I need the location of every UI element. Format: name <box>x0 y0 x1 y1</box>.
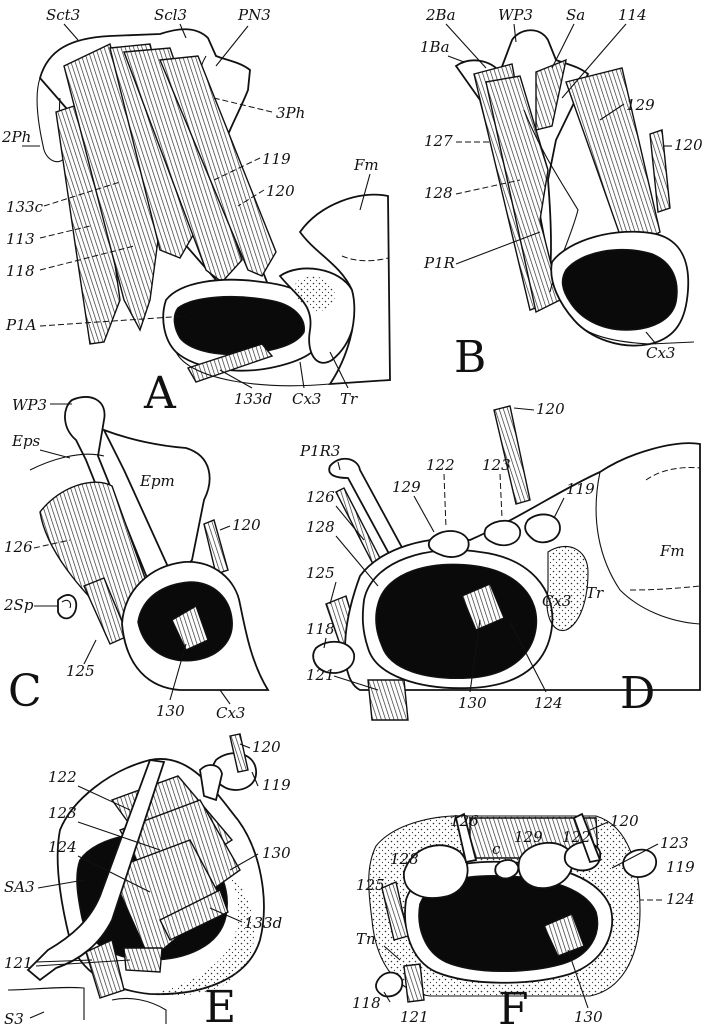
spiracle-c <box>58 595 76 618</box>
phragma-c-f <box>495 860 518 878</box>
figure-e: E 120 122 119 123 124 130 SA3 133d 121 S… <box>4 734 291 1028</box>
coxal-cavity-a <box>174 297 304 355</box>
label-c-epm: Epm <box>139 472 175 490</box>
label-d-fm: Fm <box>659 542 685 560</box>
panel-label-a: A <box>143 368 177 419</box>
label-a-133d: 133d <box>234 390 272 408</box>
label-d-130: 130 <box>458 694 487 712</box>
label-b-128: 128 <box>424 184 453 202</box>
label-f-118: 118 <box>352 994 381 1012</box>
label-d-129: 129 <box>392 478 421 496</box>
label-e-121: 121 <box>4 954 33 972</box>
label-e-122: 122 <box>48 768 77 786</box>
label-d-125: 125 <box>306 564 335 582</box>
label-b-cx3: Cx3 <box>646 344 675 362</box>
label-d-118: 118 <box>306 620 335 638</box>
label-a-2ph: 2Ph <box>1 128 31 146</box>
panel-label-e: E <box>204 982 236 1028</box>
label-f-120: 120 <box>610 812 639 830</box>
figure-f: F 126 120 129 122 123 128 c 125 119 124 … <box>352 812 695 1028</box>
label-d-p1r3: P1R3 <box>299 442 340 460</box>
label-f-126: 126 <box>450 812 479 830</box>
label-b-127: 127 <box>424 132 453 150</box>
label-b-wp3: WP3 <box>498 6 533 24</box>
label-a-133c: 133c <box>6 198 44 216</box>
knob-119 <box>525 514 560 542</box>
knob-118-f <box>376 973 402 997</box>
label-a-120: 120 <box>266 182 295 200</box>
label-a-p1a: P1A <box>5 316 37 334</box>
label-f-122: 122 <box>562 828 591 846</box>
label-a-3ph: 3Ph <box>276 104 305 122</box>
label-d-cx3: Cx3 <box>542 592 571 610</box>
figure-c: C WP3 Eps Epm 120 126 2Sp 125 130 Cx3 <box>3 396 268 722</box>
label-d-126: 126 <box>306 488 335 506</box>
label-e-sa3: SA3 <box>4 878 35 896</box>
label-b-114: 114 <box>618 6 647 24</box>
label-b-2ba: 2Ba <box>425 6 456 24</box>
label-e-s3: S3 <box>4 1010 24 1028</box>
label-c-eps: Eps <box>11 432 41 450</box>
muscle-121-d <box>368 680 408 720</box>
label-d-124: 124 <box>534 694 563 712</box>
label-f-tn: Tn <box>356 930 376 948</box>
label-b-129: 129 <box>626 96 655 114</box>
panel-label-f: F <box>498 984 529 1028</box>
label-a-tr: Tr <box>340 390 358 408</box>
label-d-121: 121 <box>306 666 335 684</box>
label-a-pn3: PN3 <box>237 6 271 24</box>
label-f-c: c <box>492 840 501 858</box>
label-c-cx3: Cx3 <box>216 704 245 722</box>
label-c-wp3: WP3 <box>12 396 47 414</box>
panel-label-b: B <box>454 332 486 383</box>
label-f-128: 128 <box>390 850 419 868</box>
panel-label-c: C <box>8 666 42 717</box>
label-c-125: 125 <box>66 662 95 680</box>
label-b-sa: Sa <box>566 6 585 24</box>
coxal-cavity-d <box>376 565 537 679</box>
label-e-123: 123 <box>48 804 77 822</box>
figure-a: A Sct3 Scl3 PN3 3Ph 2Ph 119 120 133c 113… <box>1 6 390 419</box>
label-f-125: 125 <box>356 876 385 894</box>
label-e-130: 130 <box>262 844 291 862</box>
label-d-122: 122 <box>426 456 455 474</box>
panel-label-d: D <box>620 668 655 719</box>
label-d-120: 120 <box>536 400 565 418</box>
label-b-120: 120 <box>674 136 703 154</box>
label-e-124: 124 <box>48 838 77 856</box>
figure-b: B 2Ba WP3 Sa 114 1Ba 129 127 120 128 P1R… <box>420 6 703 383</box>
label-e-119: 119 <box>262 776 291 794</box>
label-a-118: 118 <box>6 262 35 280</box>
label-b-p1r: P1R <box>423 254 455 272</box>
muscle-121-f <box>404 964 424 1002</box>
label-e-133d: 133d <box>244 914 282 932</box>
label-f-124: 124 <box>666 890 695 908</box>
label-d-119: 119 <box>566 480 595 498</box>
label-c-130: 130 <box>156 702 185 720</box>
label-a-cx3: Cx3 <box>292 390 321 408</box>
label-d-123: 123 <box>482 456 511 474</box>
label-c-2sp: 2Sp <box>3 596 34 614</box>
label-c-126: 126 <box>4 538 33 556</box>
label-f-123: 123 <box>660 834 689 852</box>
label-a-sct3: Sct3 <box>46 6 80 24</box>
label-d-tr: Tr <box>586 584 604 602</box>
label-f-119: 119 <box>666 858 695 876</box>
label-f-129: 129 <box>514 828 543 846</box>
label-d-128: 128 <box>306 518 335 536</box>
articulation-122 <box>429 531 469 557</box>
label-f-130: 130 <box>574 1008 603 1026</box>
articulation-123 <box>484 521 520 546</box>
label-a-scl3: Scl3 <box>154 6 187 24</box>
label-a-113: 113 <box>6 230 35 248</box>
label-a-fm: Fm <box>353 156 379 174</box>
muscle-120-d <box>494 406 530 504</box>
figure-d: D 120 P1R3 122 123 129 119 126 128 Fm 12… <box>299 400 700 720</box>
label-e-120: 120 <box>252 738 281 756</box>
label-c-120: 120 <box>232 516 261 534</box>
label-f-121: 121 <box>400 1008 429 1026</box>
label-a-119: 119 <box>262 150 291 168</box>
label-b-1ba: 1Ba <box>420 38 450 56</box>
